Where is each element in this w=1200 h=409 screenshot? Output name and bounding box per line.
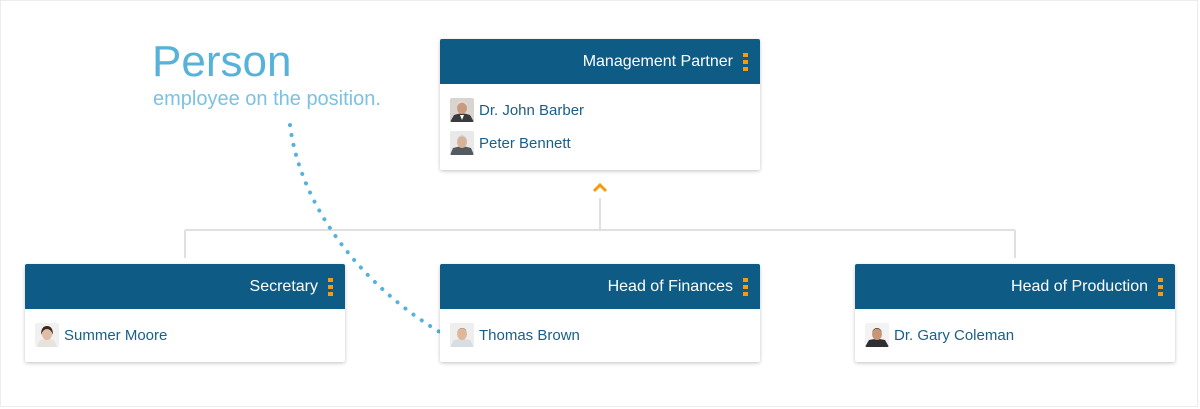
avatar [865, 323, 889, 347]
position-title: Secretary [249, 277, 318, 295]
person-item[interactable]: Summer Moore [35, 321, 335, 349]
avatar [450, 131, 474, 155]
vertical-dots-icon[interactable] [1158, 277, 1163, 296]
annotation-pointer [288, 123, 445, 336]
position-card-management-partner: Management Partner Dr. John Barber [440, 39, 760, 170]
person-name: Dr. Gary Coleman [894, 326, 1015, 344]
annotation-title: Person [152, 37, 292, 86]
chevron-up-icon[interactable] [591, 181, 609, 193]
person-name: Summer Moore [64, 326, 168, 344]
vertical-dots-icon[interactable] [328, 277, 333, 296]
position-header: Head of Production [855, 264, 1175, 309]
vertical-dots-icon[interactable] [743, 277, 748, 296]
avatar [35, 323, 59, 347]
tree-connector [184, 198, 1016, 258]
person-item[interactable]: Thomas Brown [450, 321, 750, 349]
position-card-secretary: Secretary Summer Moore [25, 264, 345, 362]
position-header: Head of Finances [440, 264, 760, 309]
person-name: Thomas Brown [479, 326, 580, 344]
person-item[interactable]: Dr. Gary Coleman [865, 321, 1165, 349]
annotation-subtitle: employee on the position. [153, 88, 381, 110]
position-card-head-of-finances: Head of Finances Thomas Brown [440, 264, 760, 362]
person-item[interactable]: Peter Bennett [450, 129, 750, 157]
person-name: Dr. John Barber [479, 101, 585, 119]
position-title: Head of Finances [607, 277, 733, 295]
position-title: Head of Production [1011, 277, 1148, 295]
avatar [450, 323, 474, 347]
position-header: Secretary [25, 264, 345, 309]
position-card-head-of-production: Head of Production Dr. Gary Coleman [855, 264, 1175, 362]
avatar [450, 98, 474, 122]
person-item[interactable]: Dr. John Barber [450, 96, 750, 124]
position-header: Management Partner [440, 39, 760, 84]
position-title: Management Partner [582, 52, 733, 70]
vertical-dots-icon[interactable] [743, 52, 748, 71]
person-name: Peter Bennett [479, 134, 571, 152]
